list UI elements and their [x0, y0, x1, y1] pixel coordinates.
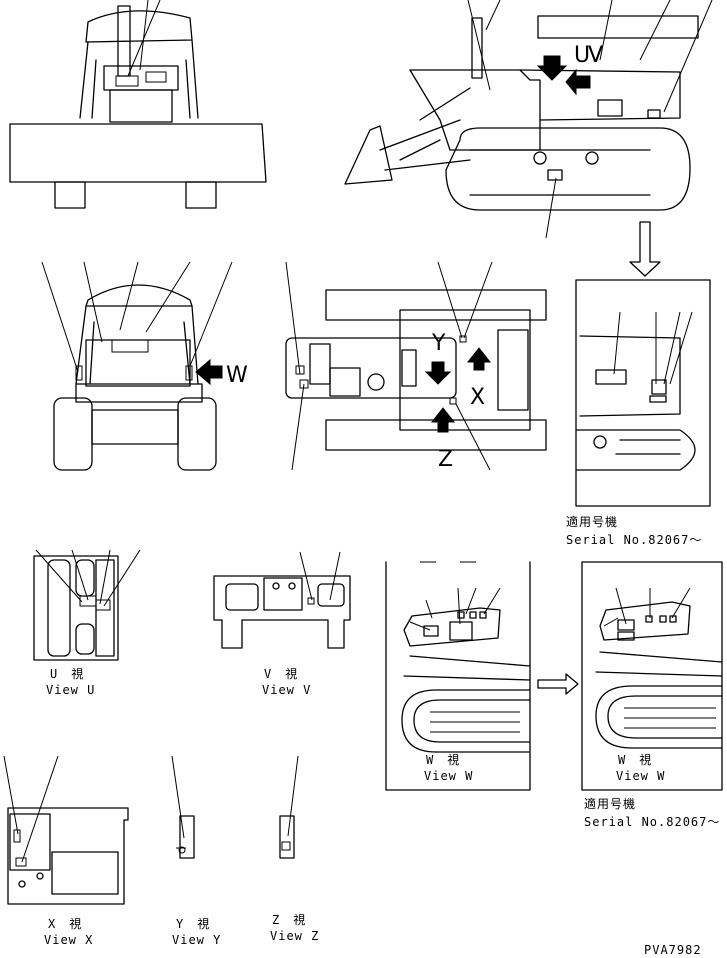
view-v-jp: V 視	[264, 666, 298, 681]
top-view-dozer	[285, 261, 547, 471]
view-w-box-1	[385, 561, 531, 791]
view-y-jp: Y 視	[176, 916, 210, 931]
serial-top-en: Serial No.82067～	[566, 533, 702, 547]
serial-bottom-en: Serial No.82067～	[584, 815, 720, 829]
label-v: V	[588, 43, 603, 68]
view-u-en: View U	[46, 683, 95, 697]
front-view-dozer	[9, 0, 267, 209]
label-w: W	[226, 363, 248, 388]
label-z: Z	[438, 447, 453, 472]
rear-view-dozer	[41, 261, 233, 471]
label-y: Y	[431, 331, 446, 356]
view-z-drawing	[279, 755, 299, 859]
serial-bottom-jp: 適用号機	[584, 796, 636, 811]
view-x-jp: X 視	[48, 916, 82, 931]
side-view-dozer	[344, 0, 713, 277]
view-y-en: View Y	[172, 933, 221, 947]
view-z-jp: Z 視	[272, 912, 306, 927]
serial-detail-box-top	[575, 279, 711, 507]
view-w1-en: View W	[424, 769, 473, 783]
serial-top-jp: 適用号機	[566, 514, 618, 529]
label-u: U	[574, 43, 590, 68]
arrow-right-icon	[537, 673, 579, 695]
view-y-drawing	[171, 755, 195, 859]
view-u-jp: U 視	[50, 666, 84, 681]
label-x: X	[470, 385, 485, 410]
view-x-en: View X	[44, 933, 93, 947]
view-v-en: View V	[262, 683, 311, 697]
view-w2-en: View W	[616, 769, 665, 783]
view-w1-jp: W 視	[426, 752, 460, 767]
view-w2-jp: W 視	[618, 752, 652, 767]
view-v-drawing	[213, 551, 351, 649]
view-z-en: View Z	[270, 929, 319, 943]
view-u-drawing	[33, 549, 141, 661]
view-w-box-2	[581, 561, 723, 791]
view-x-drawing	[3, 755, 129, 905]
drawing-number: PVA7982	[644, 943, 702, 957]
